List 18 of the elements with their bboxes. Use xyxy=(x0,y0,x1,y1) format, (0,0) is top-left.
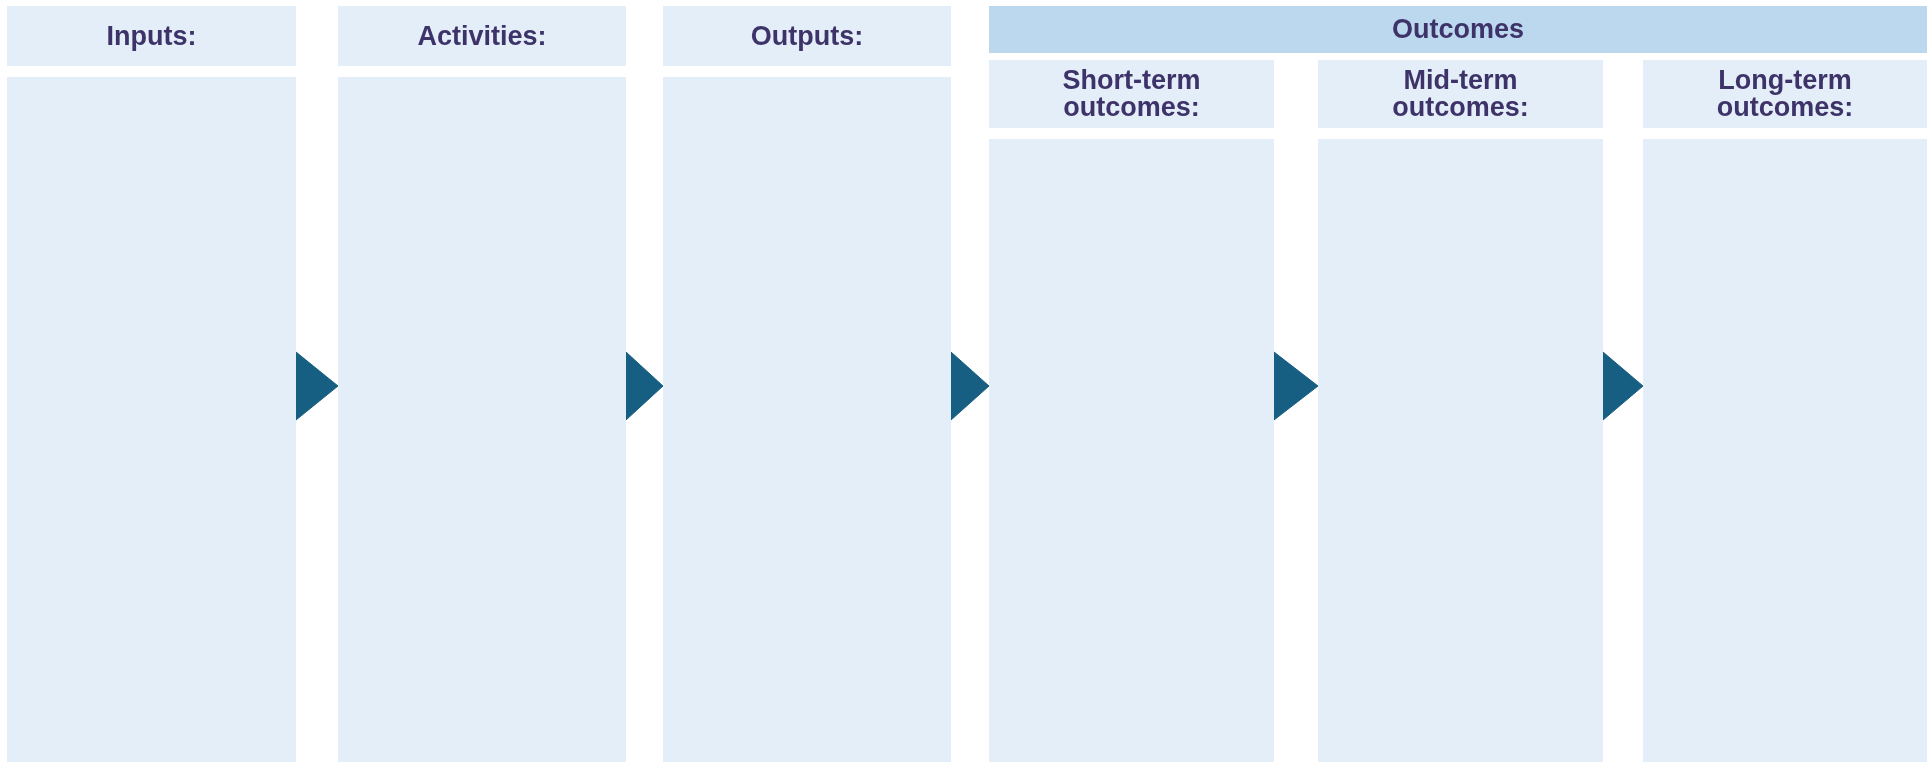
group-header-band: Outcomes xyxy=(989,6,1927,53)
header-box: Inputs: xyxy=(7,6,296,66)
header-box: Short-term outcomes: xyxy=(989,60,1274,128)
column-box xyxy=(338,77,626,762)
column-box xyxy=(7,77,296,762)
header-box: Outputs: xyxy=(663,6,951,66)
header-box: Activities: xyxy=(338,6,626,66)
header-box: Mid-term outcomes: xyxy=(1318,60,1603,128)
chevron-arrow xyxy=(950,351,990,421)
chevron-arrow xyxy=(625,351,664,421)
chevron-arrow xyxy=(1602,351,1644,421)
chevron-arrow xyxy=(1273,351,1319,421)
column-box xyxy=(989,139,1274,762)
chevron-arrow xyxy=(295,351,339,421)
column-box xyxy=(663,77,951,762)
column-box xyxy=(1643,139,1927,762)
header-box: Long-term outcomes: xyxy=(1643,60,1927,128)
column-box xyxy=(1318,139,1603,762)
